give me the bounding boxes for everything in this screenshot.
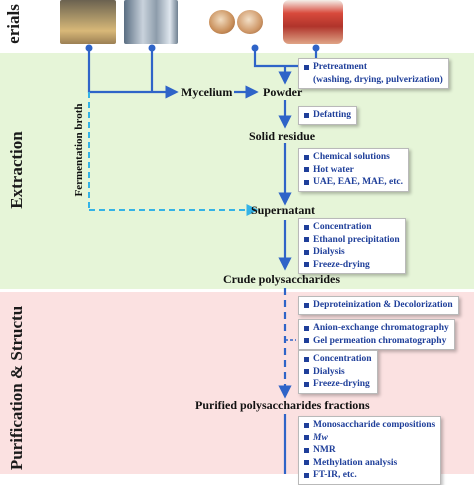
step-label: Gel permeation chromatography: [313, 335, 447, 346]
bullet-icon: [304, 422, 309, 428]
analysis-label: Methylation analysis: [313, 457, 398, 468]
box-item: Concentration: [304, 221, 400, 234]
step-label: Ethanol precipitation: [313, 234, 400, 245]
step-label: Freeze-drying: [313, 259, 370, 270]
fruiting-body-photo: [283, 0, 343, 44]
bullet-icon: [304, 460, 309, 466]
box-item: Dialysis: [304, 246, 400, 259]
fermentation-broth-label: Fermentation broth: [73, 103, 85, 197]
box-item: Concentration: [304, 353, 372, 366]
bullet-icon: [304, 249, 309, 255]
box-item: UAE, EAE, MAE, etc.: [304, 176, 403, 189]
supernatant-node: Supernatant: [251, 203, 316, 217]
flowchart-connectors: [85, 44, 320, 474]
step-label: Dialysis: [313, 366, 345, 377]
chromatography-box: Anion-exchange chromatography Gel permea…: [298, 319, 455, 350]
step-label: Anion-exchange chromatography: [313, 323, 449, 333]
method-label: Hot water: [313, 164, 354, 175]
box-item: NMR: [304, 444, 435, 457]
box-item: Methylation analysis: [304, 457, 435, 470]
crude-polysaccharides-node: Crude polysaccharides: [223, 272, 340, 286]
bullet-icon: [304, 167, 309, 173]
fermenter-equipment-photo: [124, 0, 178, 44]
deproteinization-box: Deproteinization & Decolorization: [298, 296, 459, 315]
box-item: Freeze-drying: [304, 259, 400, 272]
analysis-label: FT-IR, etc.: [313, 470, 357, 480]
box-item: Pretreatment: [304, 61, 443, 74]
bullet-icon: [304, 369, 309, 375]
mushroom-cap-2: [237, 10, 263, 34]
flask-to-mycelium-arrow: [87, 48, 179, 99]
box-item: Ethanol precipitation: [304, 234, 400, 247]
extraction-methods-box: Chemical solutions Hot water UAE, EAE, M…: [298, 148, 409, 192]
bullet-icon: [304, 64, 309, 70]
pretreatment-subtitle: (washing, drying, pulverization): [313, 74, 443, 85]
step-label: Concentration: [313, 354, 372, 364]
pretreatment-box: Pretreatment (washing, drying, pulveriza…: [298, 58, 449, 89]
concentration-box-2: Concentration Dialysis Freeze-drying: [298, 350, 378, 394]
box-item: Monosaccharide compositions: [304, 419, 435, 432]
bullet-icon: [304, 179, 309, 185]
bullet-icon: [304, 302, 309, 308]
purified-fractions-node: Purified polysaccharides fractions: [195, 398, 370, 412]
step-label: Freeze-drying: [313, 379, 370, 389]
bullet-icon: [304, 237, 309, 243]
box-item: FT-IR, etc.: [304, 469, 435, 482]
bullet-icon: [304, 112, 309, 118]
step-label: Concentration: [313, 222, 372, 232]
method-label: UAE, EAE, MAE, etc.: [313, 177, 403, 187]
defatting-label: Defatting: [313, 110, 351, 120]
method-label: Chemical solutions: [313, 152, 390, 162]
bullet-icon: [304, 325, 309, 331]
box-item: Anion-exchange chromatography: [304, 322, 449, 335]
step-label: Deproteinization & Decolorization: [313, 300, 453, 310]
box-item: Freeze-drying: [304, 378, 372, 391]
fermentation-flask-photo: [60, 0, 116, 44]
box-item: Dialysis: [304, 366, 372, 379]
bullet-icon: [304, 447, 309, 453]
bullet-icon: [304, 381, 309, 387]
bullet-icon: [304, 154, 309, 160]
mycelium-node: Mycelium: [181, 85, 233, 99]
bullet-icon: [304, 262, 309, 268]
bullet-icon: [304, 224, 309, 230]
analysis-label: Monosaccharide compositions: [313, 420, 436, 430]
analysis-label: NMR: [313, 445, 336, 455]
box-item: Deproteinization & Decolorization: [304, 299, 453, 312]
step-label: Dialysis: [313, 247, 345, 257]
mushroom-caps-photo: [207, 0, 267, 44]
box-item: Chemical solutions: [304, 151, 403, 164]
structure-analysis-box: Monosaccharide compositions Mw NMR Methy…: [298, 416, 442, 485]
defatting-box: Defatting: [298, 106, 357, 125]
bullet-icon: [304, 338, 309, 344]
concentration-box-1: Concentration Ethanol precipitation Dial…: [298, 218, 406, 274]
bullet-icon: [304, 356, 309, 362]
box-item: Gel permeation chromatography: [304, 335, 449, 348]
solid-residue-node: Solid residue: [249, 129, 316, 143]
mushroom-cap-1: [209, 10, 235, 34]
powder-node: Powder: [263, 85, 303, 99]
bullet-icon: [304, 435, 309, 441]
pretreatment-title: Pretreatment: [313, 62, 367, 72]
analysis-label: Mw: [313, 432, 328, 443]
box-item: Mw: [304, 432, 435, 445]
box-item: Hot water: [304, 164, 403, 177]
box-item: Defatting: [304, 109, 351, 122]
